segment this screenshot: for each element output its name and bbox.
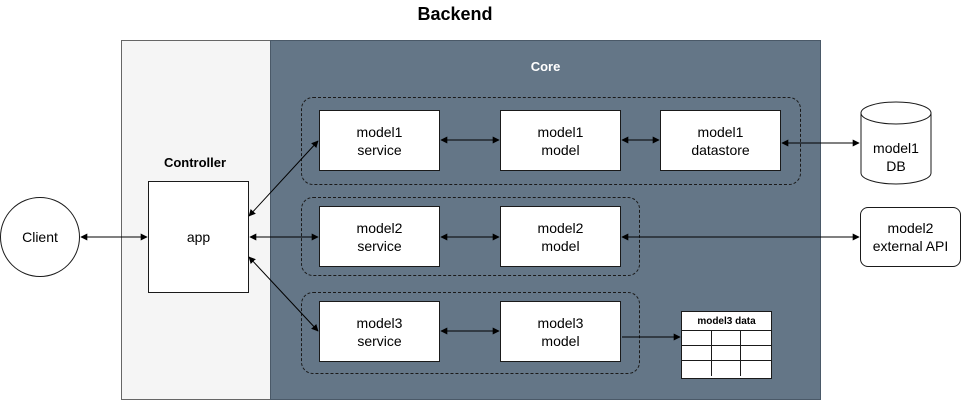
model3-model-node: model3 model xyxy=(500,301,621,362)
db-label: model1 DB xyxy=(873,140,919,174)
app-node: app xyxy=(148,181,249,293)
client-node: Client xyxy=(0,197,80,277)
diagram-title: Backend xyxy=(417,4,493,24)
model2-service-node: model2 service xyxy=(319,206,440,267)
model2-model-node: model2 model xyxy=(500,206,621,267)
db-cylinder-node xyxy=(860,101,932,185)
controller-label: Controller xyxy=(163,155,227,170)
model1-datastore-node: model1 datastore xyxy=(660,110,781,171)
model1-model-node: model1 model xyxy=(500,110,621,171)
model3-data-table-header: model3 data xyxy=(682,312,771,331)
app-model1-service-edge xyxy=(248,140,319,217)
model3-service-node: model3 service xyxy=(319,301,440,362)
model1-service-node: model1 service xyxy=(319,110,440,171)
model3-data-table-grid xyxy=(682,331,771,376)
external-api-node: model2 external API xyxy=(860,207,961,267)
model3-data-table: model3 data xyxy=(681,311,772,379)
core-label: Core xyxy=(530,59,561,74)
app-model3-service-edge xyxy=(248,256,319,332)
model3-group xyxy=(301,292,640,374)
